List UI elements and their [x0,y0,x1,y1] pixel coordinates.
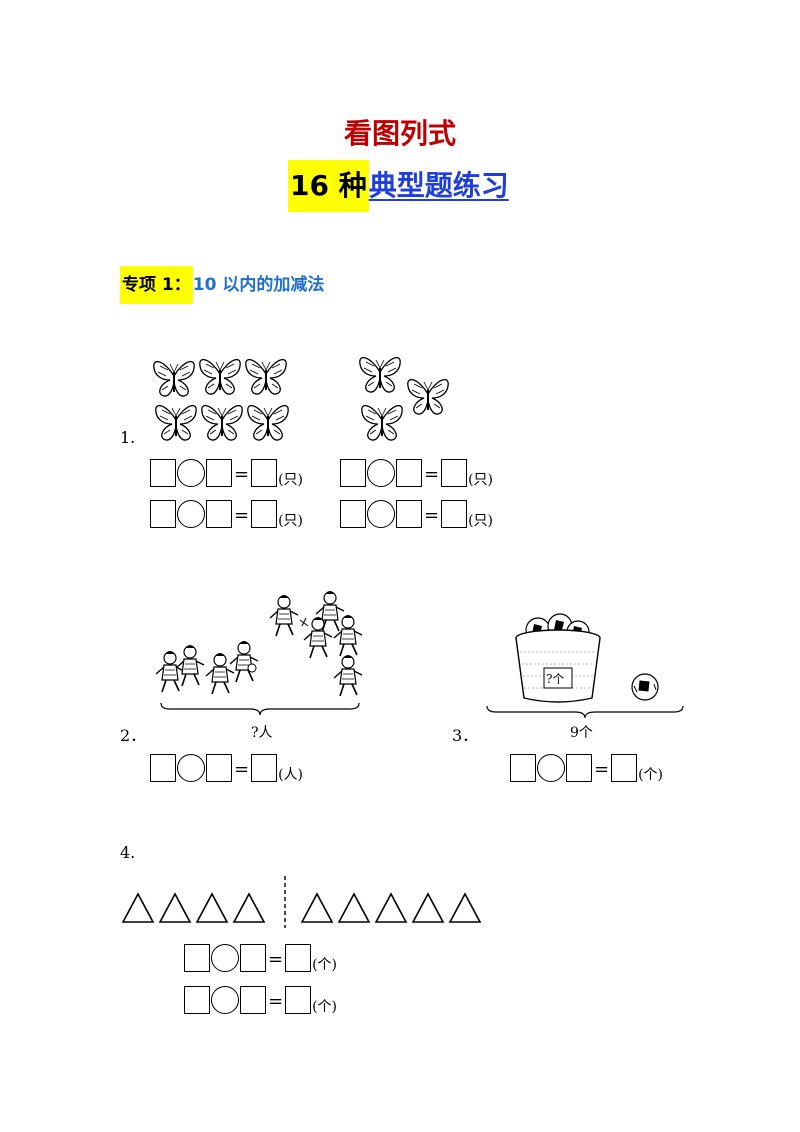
operator-circle[interactable] [211,986,239,1014]
triangle-icon [300,892,334,923]
equals-sign: = [268,991,284,1012]
equals-sign: = [268,949,284,970]
answer-box[interactable] [251,500,278,528]
equation-row: = (人) [150,752,303,782]
answer-box[interactable] [441,459,468,487]
answer-box[interactable] [206,459,232,487]
children-playing-illustration [155,590,363,697]
question-number: 4. [120,843,136,862]
answer-box[interactable] [184,986,210,1014]
answer-box[interactable] [340,500,366,528]
equation-row: = (只) [340,498,493,528]
unit-label: (只) [278,513,304,529]
unit-label: (个) [312,957,338,973]
basket-of-balls-illustration [515,613,659,703]
answer-box[interactable] [206,754,232,782]
answer-box[interactable] [611,754,638,782]
triangles-illustration [121,876,482,928]
operator-circle[interactable] [367,459,395,487]
answer-box[interactable] [441,500,468,528]
equation-row: = (只) [340,457,493,487]
unit-label: (只) [278,472,304,488]
operator-circle[interactable] [177,459,205,487]
question-number: 1. [120,428,136,447]
equals-sign: = [424,505,440,526]
brace-label: ?人 [251,725,273,741]
answer-box[interactable] [285,944,312,972]
equation-row: = (只) [150,498,303,528]
subtitle-highlight: 16 种 [288,160,369,212]
triangle-icon [158,892,192,923]
answer-box[interactable] [150,500,176,528]
answer-box[interactable] [396,500,422,528]
triangle-icon [448,892,482,923]
equals-sign: = [234,759,250,780]
operator-circle[interactable] [177,754,205,782]
operator-circle[interactable] [367,500,395,528]
butterfly-illustration [152,356,450,442]
unit-label: (只) [468,513,494,529]
triangle-icon [195,892,229,923]
section-title: 10 以内的加减法 [192,275,325,295]
brace [486,705,684,719]
triangle-icon [374,892,408,923]
equation-row: = (个) [184,942,337,972]
page-title: 看图列式 [343,117,456,150]
section-label: 专项 1： [120,266,193,304]
equals-sign: = [424,464,440,485]
answer-box[interactable] [240,986,266,1014]
equals-sign: = [234,464,250,485]
unit-label: (人) [278,767,304,783]
answer-box[interactable] [285,986,312,1014]
question-number: 3． [452,726,479,745]
answer-box[interactable] [566,754,592,782]
answer-box[interactable] [206,500,232,528]
answer-box[interactable] [251,754,278,782]
triangle-icon [411,892,445,923]
equals-sign: = [234,505,250,526]
section-heading: 专项 1：10 以内的加减法 [120,266,324,304]
basket-label: ?个 [546,672,565,686]
equation-row: = (个) [510,752,663,782]
triangle-icon [232,892,266,923]
equals-sign: = [594,759,610,780]
equation-row: = (只) [150,457,303,487]
subtitle-text: 典型题练习 [368,169,509,202]
brace [160,702,360,716]
answer-box[interactable] [150,459,176,487]
answer-box[interactable] [150,754,176,782]
operator-circle[interactable] [211,944,239,972]
triangle-icon [121,892,155,923]
equation-row: = (个) [184,984,337,1014]
answer-box[interactable] [340,459,366,487]
answer-box[interactable] [396,459,422,487]
answer-box[interactable] [184,944,210,972]
unit-label: (个) [312,999,338,1015]
operator-circle[interactable] [177,500,205,528]
page-subtitle: 16 种典型题练习 [288,160,509,212]
unit-label: (个) [638,767,664,783]
triangle-icon [337,892,371,923]
answer-box[interactable] [251,459,278,487]
answer-box[interactable] [240,944,266,972]
unit-label: (只) [468,472,494,488]
answer-box[interactable] [510,754,536,782]
question-number: 2． [120,726,147,745]
brace-label: 9个 [570,725,593,741]
operator-circle[interactable] [537,754,565,782]
